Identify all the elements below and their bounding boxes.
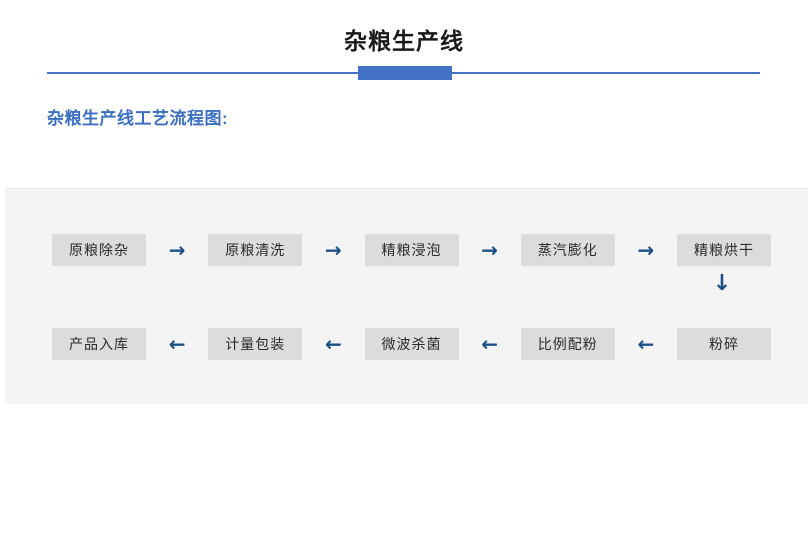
page-title: 杂粮生产线: [344, 28, 464, 54]
flow-step-box[interactable]: 粉碎: [677, 328, 771, 360]
flow-step-box[interactable]: 原粮除杂: [52, 234, 146, 266]
flow-step-box[interactable]: 精粮浸泡: [364, 234, 459, 266]
flow-step-box[interactable]: 原粮清洗: [208, 234, 303, 266]
flow-step-box[interactable]: 产品入库: [52, 328, 146, 360]
flow-step-box[interactable]: 精粮烘干: [677, 234, 771, 266]
flow-step-box[interactable]: 比例配粉: [520, 328, 615, 360]
arrow-left-icon: ←: [324, 332, 342, 356]
arrow-left-icon: ←: [637, 332, 655, 356]
flow-step-box[interactable]: 蒸汽膨化: [520, 234, 615, 266]
arrow-right-icon: →: [481, 238, 498, 262]
arrow-down-icon: ↓: [712, 271, 732, 296]
arrow-left-icon: ←: [168, 332, 186, 356]
arrow-right-icon: →: [637, 238, 655, 262]
flowchart-panel: 原粮除杂 → 原粮清洗 → 精粮浸泡 → 蒸汽膨化 → 精粮烘干 ↓ 产品入库 …: [5, 188, 808, 404]
flow-step-box[interactable]: 微波杀菌: [364, 328, 459, 360]
flow-row-1: 原粮除杂 → 原粮清洗 → 精粮浸泡 → 蒸汽膨化 → 精粮烘干: [52, 234, 771, 266]
flow-step-box[interactable]: 计量包装: [208, 328, 303, 360]
divider-accent-block: [358, 66, 452, 80]
arrow-right-icon: →: [168, 238, 186, 262]
arrow-left-icon: ←: [481, 332, 498, 356]
arrow-right-icon: →: [324, 238, 342, 262]
section-subtitle: 杂粮生产线工艺流程图:: [47, 109, 229, 128]
title-divider: [47, 66, 760, 82]
flow-row-2: 产品入库 ← 计量包装 ← 微波杀菌 ← 比例配粉 ← 粉碎: [52, 328, 771, 360]
